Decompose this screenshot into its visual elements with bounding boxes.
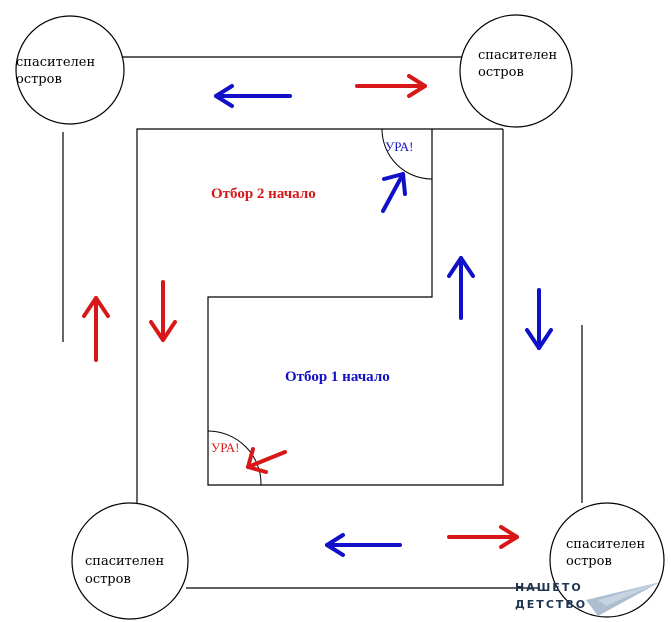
logo-text-line1: НАШЕТО (515, 581, 583, 594)
goal-arc-team2 (381, 128, 433, 180)
inner-wall-top (136, 128, 503, 503)
island-top-left-line2: остров (16, 72, 62, 87)
island-top-right (459, 14, 573, 128)
blue-arrow-down-right (525, 288, 553, 350)
island-top-left (15, 15, 125, 125)
island-bottom-left (71, 502, 189, 620)
paper-plane-icon (586, 582, 660, 616)
island-bottom-left-line2: остров (85, 572, 131, 587)
team1-arrows (214, 84, 553, 557)
blue-arrow-top-left (214, 84, 292, 108)
team1-start-label: Отбор 1 начало (285, 369, 390, 385)
blue-arrow-up-right (447, 256, 475, 320)
outer-track-walls (62, 56, 583, 589)
island-label-bottom-right: спасителен остров (566, 537, 649, 569)
red-arrow-down-left (149, 280, 177, 342)
island-bottom-left-line1: спасителен (85, 554, 164, 569)
inner-wall-right (207, 129, 504, 486)
goal-label-team1: УРА! (211, 440, 240, 455)
goal-label-team2: УРА! (385, 139, 414, 154)
team2-start-label: Отбор 2 начало (211, 186, 316, 202)
island-label-top-left: спасителен остров (16, 55, 99, 87)
logo: НАШЕТО ДЕТСТВО (515, 581, 660, 616)
island-top-right-line2: остров (478, 65, 524, 80)
island-top-right-line1: спасителен (478, 48, 557, 63)
red-arrow-top-right (355, 74, 427, 98)
blue-arrow-goal-up (381, 172, 407, 213)
safety-islands (15, 14, 665, 620)
island-bottom-right-line2: остров (566, 554, 612, 569)
inner-track-walls (136, 128, 504, 503)
red-arrow-up-left (82, 296, 110, 362)
logo-text-line2: ДЕТСТВО (515, 598, 587, 611)
red-arrow-goal-down (246, 447, 287, 474)
blue-arrow-bottom (325, 533, 402, 557)
island-label-bottom-left: спасителен остров (85, 554, 168, 587)
goal-arc-team1 (207, 430, 262, 486)
red-arrow-bottom (447, 525, 519, 549)
team2-arrows (82, 74, 519, 549)
island-bottom-right-line1: спасителен (566, 537, 645, 552)
island-top-left-line1: спасителен (16, 55, 95, 70)
island-label-top-right: спасителен остров (478, 48, 561, 80)
